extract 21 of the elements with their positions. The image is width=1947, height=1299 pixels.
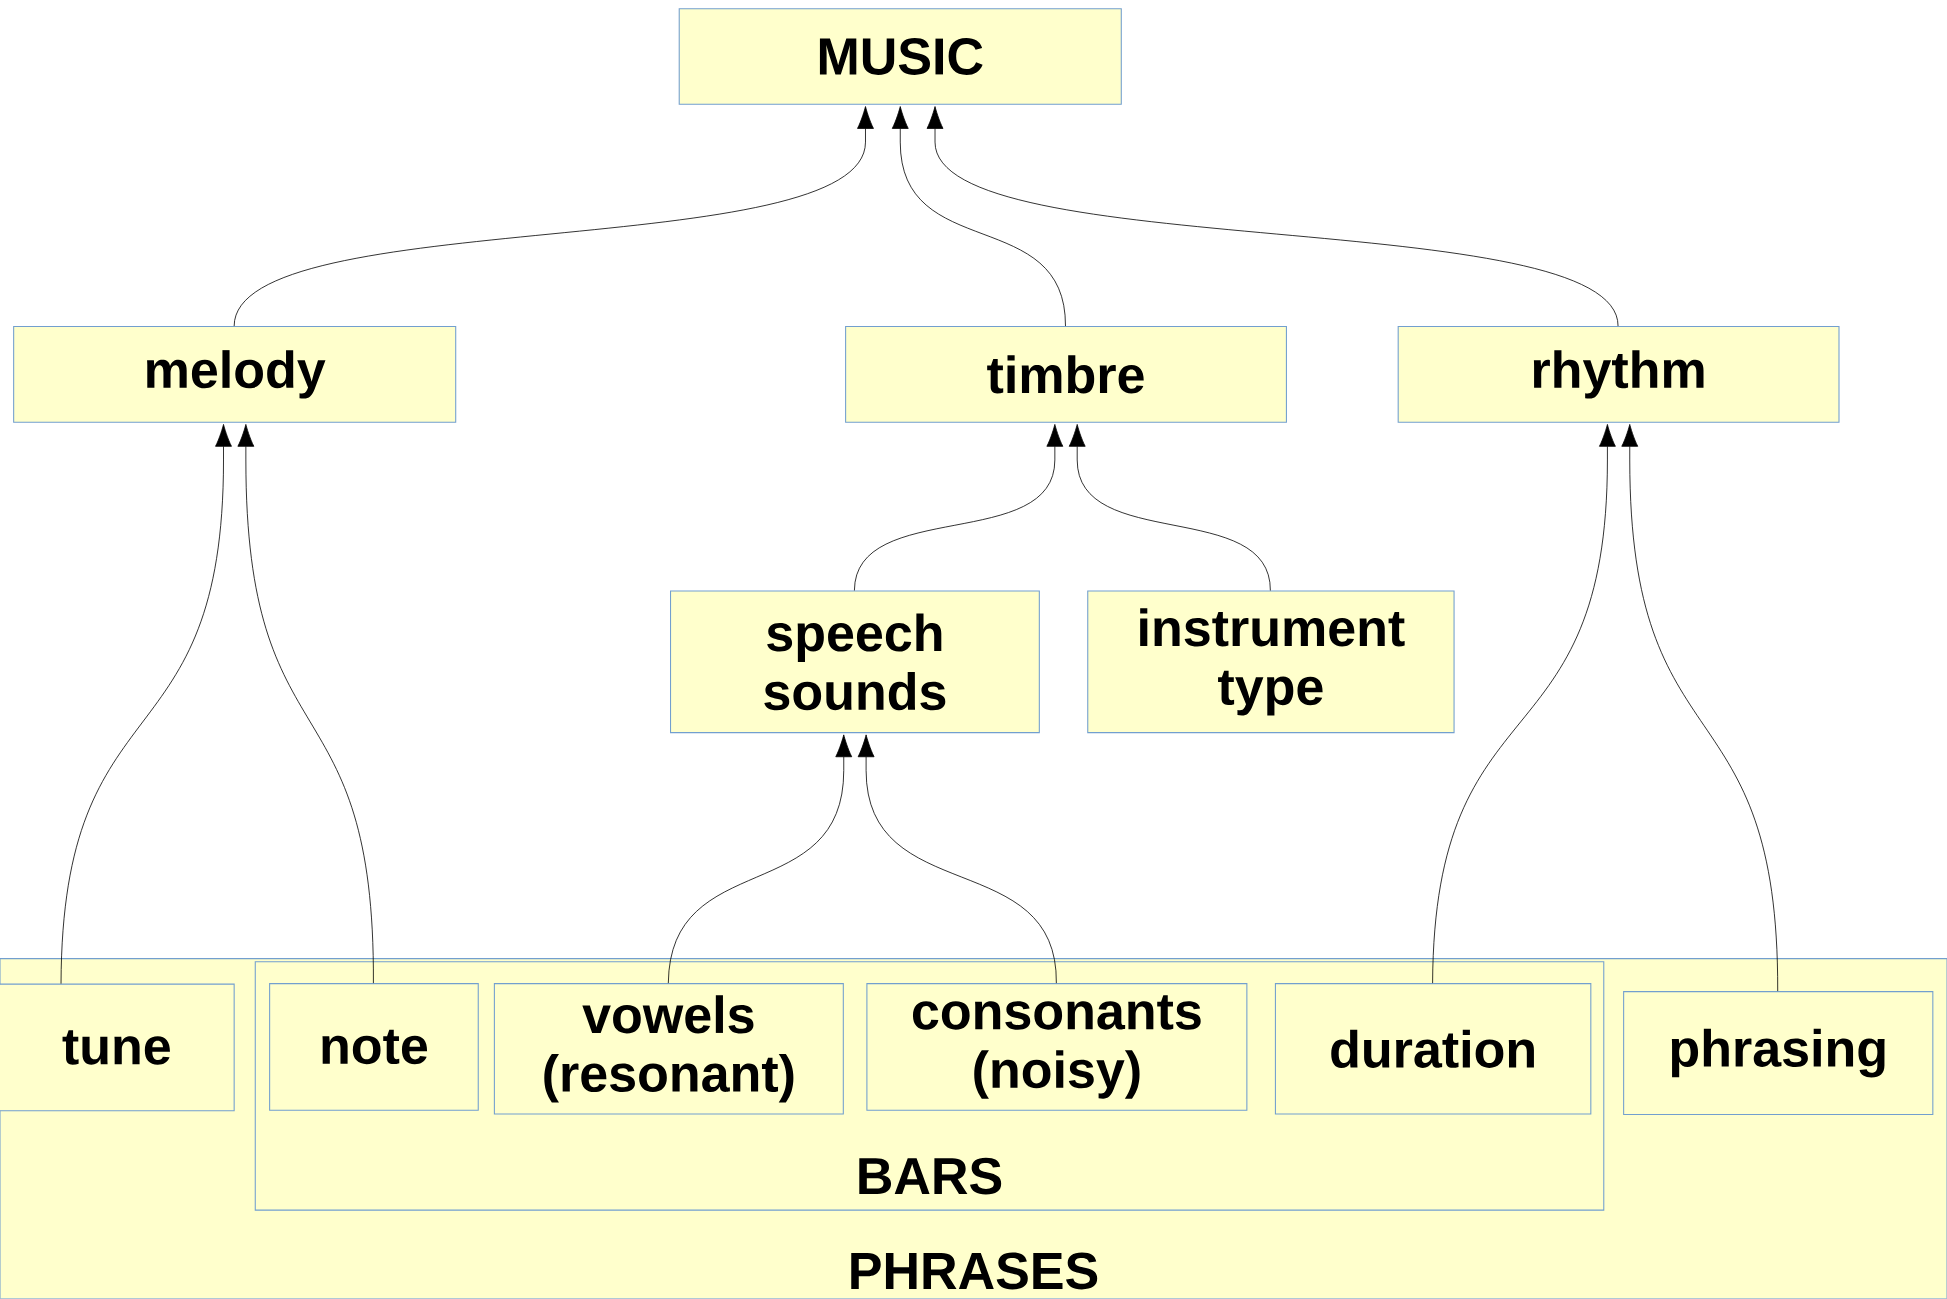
process-box: vowels (resonant) (493, 983, 844, 1115)
process-box: phrasing (1623, 991, 1934, 1116)
arrow (1068, 424, 1271, 591)
process-box: speech sounds (670, 590, 1040, 734)
process-box: tune (0, 983, 235, 1112)
process-box: timbre (845, 326, 1287, 423)
process-box: MUSIC (678, 8, 1122, 105)
arrow (60, 424, 232, 985)
process-box: rhythm (1397, 326, 1840, 423)
process-box: melody (13, 326, 457, 423)
arrow (233, 106, 874, 327)
process-box: instrument type (1087, 590, 1455, 734)
process-box: duration (1274, 983, 1592, 1115)
arrow (857, 734, 1057, 984)
arrow (237, 424, 374, 984)
arrow (854, 424, 1064, 591)
arrow (891, 106, 1066, 327)
process-box: note (269, 983, 479, 1111)
arrow (1621, 424, 1779, 992)
process-box: consonants (noisy) (866, 983, 1248, 1111)
arrow (1432, 424, 1616, 984)
